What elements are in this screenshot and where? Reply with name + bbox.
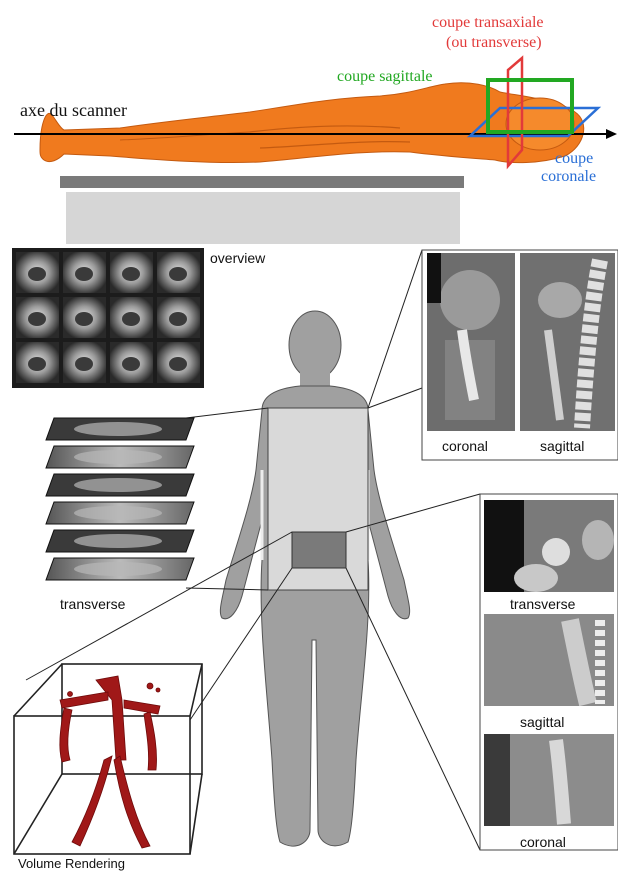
ct-thumbnail-organ [169,267,187,281]
scanner-table-bar [60,176,464,188]
transverse-slice-body [74,450,162,464]
ct-thumbnail-organ [28,312,46,326]
ct-thumbnail-organ [75,312,93,326]
transverse-slice-body [74,478,162,492]
transaxial-label-sub: (ou transverse) [446,34,542,52]
ct-thumbnail-organ [122,312,140,326]
ct-thumbnail-organ [122,267,140,281]
volume-rendering-label: Volume Rendering [18,856,125,871]
abdomen-zoom-region [292,532,346,568]
ct-thumbnail-organ [169,312,187,326]
zoomed-slices-panel [480,494,618,850]
axis-arrow-icon [606,129,617,139]
upper-panel-coronal-label: coronal [442,438,488,454]
overview-thumbnail-grid [12,248,204,388]
sagittal-label: coupe sagittale [337,68,433,86]
lying-body-figure [40,83,584,163]
ct-thumbnail-organ [122,357,140,371]
ct-thumbnail-organ [28,267,46,281]
axis-label: axe du scanner [20,100,127,121]
ct-visualization-diagram [0,240,618,874]
transverse-slice-body [74,422,162,436]
transaxial-label: coupe transaxiale [432,14,544,32]
right-panel-transverse-label: transverse [510,596,575,612]
coronal-sagittal-panel [422,250,618,460]
right-panel-coronal-label: coronal [520,834,566,850]
transverse-stack-label: transverse [60,596,125,612]
transverse-slice-body [74,534,162,548]
transverse-slice-stack [46,418,194,580]
overview-label: overview [210,250,265,266]
coronal-label: coupe [555,150,593,168]
scanner-gantry-block [66,192,460,244]
ct-thumbnail-organ [75,357,93,371]
ct-thumbnail-organ [169,357,187,371]
transverse-slice-body [74,506,162,520]
transverse-slice-body [74,562,162,576]
right-panel-sagittal-label: sagittal [520,714,564,730]
coronal-label-sub: coronale [541,168,596,186]
vessel-rendering [60,676,160,848]
ct-thumbnail-organ [75,267,93,281]
upper-panel-sagittal-label: sagittal [540,438,584,454]
ct-thumbnail-organ [28,357,46,371]
